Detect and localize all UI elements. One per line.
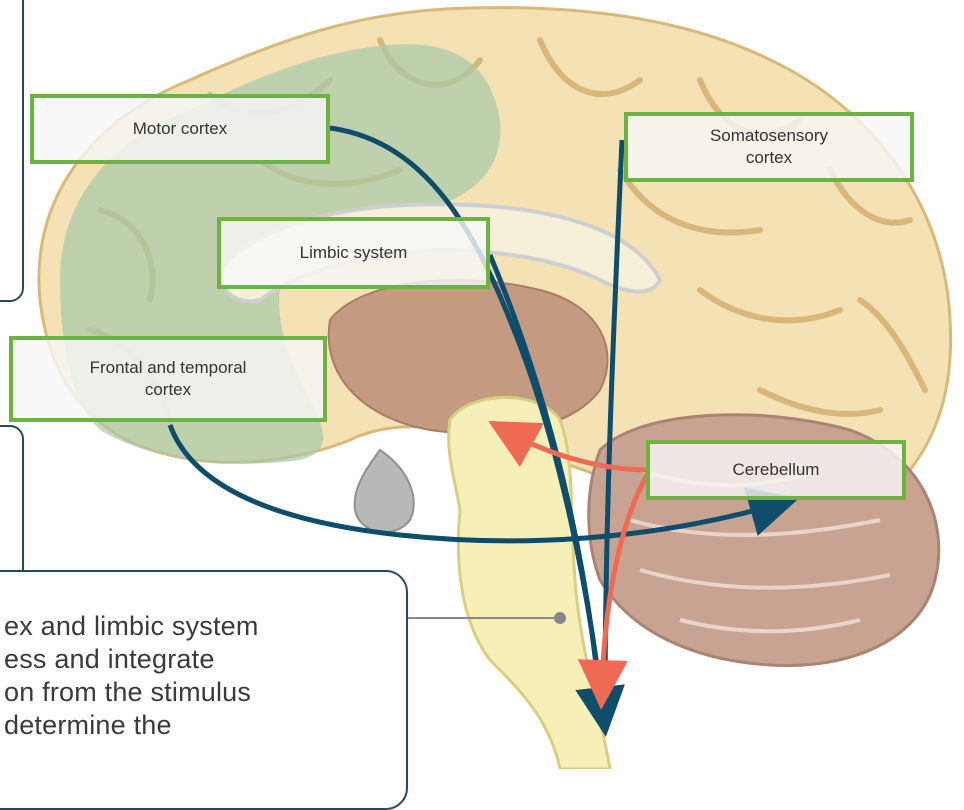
pituitary: [355, 450, 414, 532]
label-frontal-temporal-text: Frontal and temporal cortex: [90, 357, 247, 401]
label-cerebellum: Cerebellum: [646, 440, 906, 500]
label-motor-cortex-text: Motor cortex: [133, 118, 227, 140]
label-somatosensory-text: Somatosensory cortex: [710, 125, 828, 169]
label-motor-cortex: Motor cortex: [30, 94, 330, 164]
label-limbic-system: Limbic system: [217, 217, 490, 289]
label-limbic-text: Limbic system: [300, 242, 408, 264]
label-frontal-temporal-cortex: Frontal and temporal cortex: [9, 336, 327, 422]
description-text: ex and limbic system ess and integrate o…: [4, 610, 424, 742]
description-panel: ex and limbic system ess and integrate o…: [0, 570, 408, 810]
label-somatosensory-cortex: Somatosensory cortex: [624, 112, 914, 182]
label-cerebellum-text: Cerebellum: [733, 459, 820, 481]
side-panel-middle: [0, 425, 24, 584]
brain-diagram: ex and limbic system ess and integrate o…: [0, 0, 964, 769]
pointer-dot: [554, 612, 566, 624]
side-panel-top: [0, 0, 24, 302]
